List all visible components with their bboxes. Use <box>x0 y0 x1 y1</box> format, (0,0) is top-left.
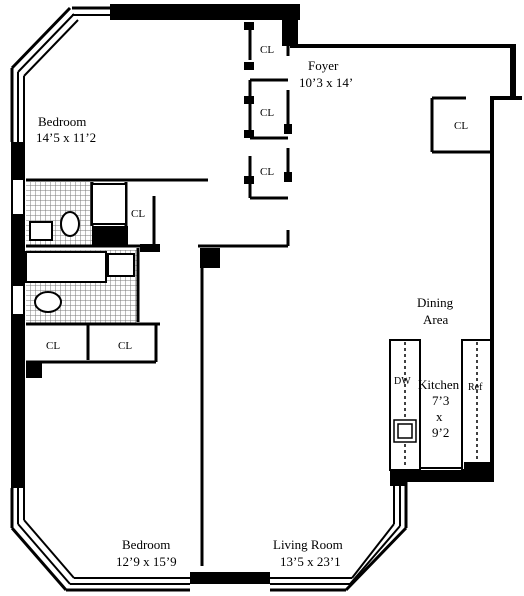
dishwasher-label: DW <box>394 376 411 387</box>
vanity <box>91 183 127 225</box>
closet-label: CL <box>260 44 274 56</box>
sink-counter <box>29 221 53 241</box>
exterior-walls <box>10 4 522 592</box>
foyer-dims: 10’3 x 14’ <box>299 75 353 90</box>
interior-walls <box>26 24 493 566</box>
wall-blocks <box>26 22 494 486</box>
bath-fixtures <box>25 183 135 313</box>
tub-fixture <box>107 253 135 277</box>
closet-label: CL <box>260 107 274 119</box>
kitchen-fixtures <box>393 342 478 468</box>
kitchen-dim1: 7’3 <box>432 393 449 408</box>
foyer-name: Foyer <box>308 58 339 73</box>
round-sink <box>34 291 62 313</box>
toilet <box>60 211 80 237</box>
closet-label: CL <box>46 340 60 352</box>
living-dims: 13’5 x 23’1 <box>280 554 341 569</box>
closet-label: CL <box>454 120 468 132</box>
refrigerator-label: Ref <box>468 382 483 393</box>
bedroom2-dims: 12’9 x 15’9 <box>116 554 177 569</box>
kitchen-dim2: 9’2 <box>432 425 449 440</box>
bedroom1-name: Bedroom <box>38 114 86 129</box>
closet-label: CL <box>118 340 132 352</box>
dining-line2: Area <box>423 312 448 327</box>
kitchen-name: Kitchen <box>418 377 460 392</box>
bedroom2-name: Bedroom <box>122 537 170 552</box>
dining-line1: Dining <box>417 295 454 310</box>
bathtub <box>25 251 107 283</box>
living-name: Living Room <box>273 537 343 552</box>
closet-label: CL <box>131 208 145 220</box>
stove <box>393 419 417 443</box>
closet-label: CL <box>260 166 274 178</box>
kitchen-x: x <box>436 409 443 424</box>
bedroom1-dims: 14’5 x 11’2 <box>36 130 96 145</box>
